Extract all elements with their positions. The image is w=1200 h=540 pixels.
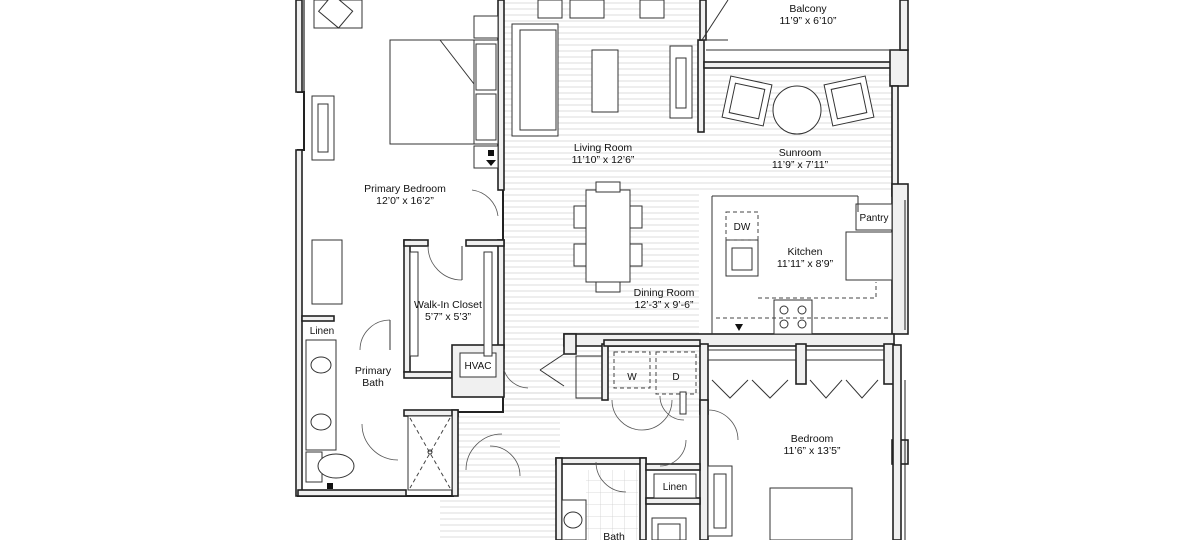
living-size: 11’10” x 12’6” xyxy=(572,154,635,166)
hvac-label: HVAC xyxy=(464,361,491,372)
pantry-label: Pantry xyxy=(860,213,889,224)
sunroom-furniture xyxy=(669,45,875,135)
kitchen-size: 11’11” x 8’9” xyxy=(777,258,834,270)
primary-bath-fixtures xyxy=(305,319,453,491)
primary-bedroom-size: 12’0” x 16’2” xyxy=(376,195,434,207)
dining-name: Dining Room xyxy=(634,287,695,299)
balcony-area xyxy=(701,0,900,51)
primary-bedroom-furniture xyxy=(311,0,499,305)
closet-doors xyxy=(465,189,885,493)
dining-table xyxy=(573,181,643,293)
sunroom-size: 11’9” x 7’11” xyxy=(772,159,829,171)
bedroom-size: 11’6” x 13’5” xyxy=(783,445,841,457)
living-name: Living Room xyxy=(574,142,633,154)
bath-name: Bath xyxy=(603,531,625,540)
primary-bath-name: Primary xyxy=(355,365,392,377)
washer-label: W xyxy=(627,372,637,383)
laundry-area xyxy=(539,351,697,421)
dryer-label: D xyxy=(672,372,679,383)
linen-hall-box xyxy=(653,473,697,499)
dishwasher-label: DW xyxy=(734,222,751,233)
linen-hall-label: Linen xyxy=(663,482,687,493)
walkin-name: Walk-In Closet xyxy=(414,299,482,311)
sunroom-name: Sunroom xyxy=(779,147,822,159)
walk-in-closet xyxy=(409,245,493,357)
linen-primary-label: Linen xyxy=(310,326,334,337)
bedroom-furniture xyxy=(707,465,853,540)
living-furniture xyxy=(511,0,665,137)
primary-bedroom-name: Primary Bedroom xyxy=(364,183,446,195)
living-floor xyxy=(440,0,892,540)
primary-bath-name-2: Bath xyxy=(362,377,384,389)
balcony-size: 11’9” x 6’10” xyxy=(779,15,837,27)
bedroom-name: Bedroom xyxy=(791,433,834,445)
kitchen-area xyxy=(711,195,893,335)
bath-fixtures xyxy=(561,499,687,540)
dining-size: 12’-3” x 9’-6” xyxy=(635,299,694,311)
walkin-size: 5’7” x 5’3” xyxy=(425,311,472,323)
balcony-name: Balcony xyxy=(789,3,827,15)
kitchen-name: Kitchen xyxy=(787,246,822,258)
